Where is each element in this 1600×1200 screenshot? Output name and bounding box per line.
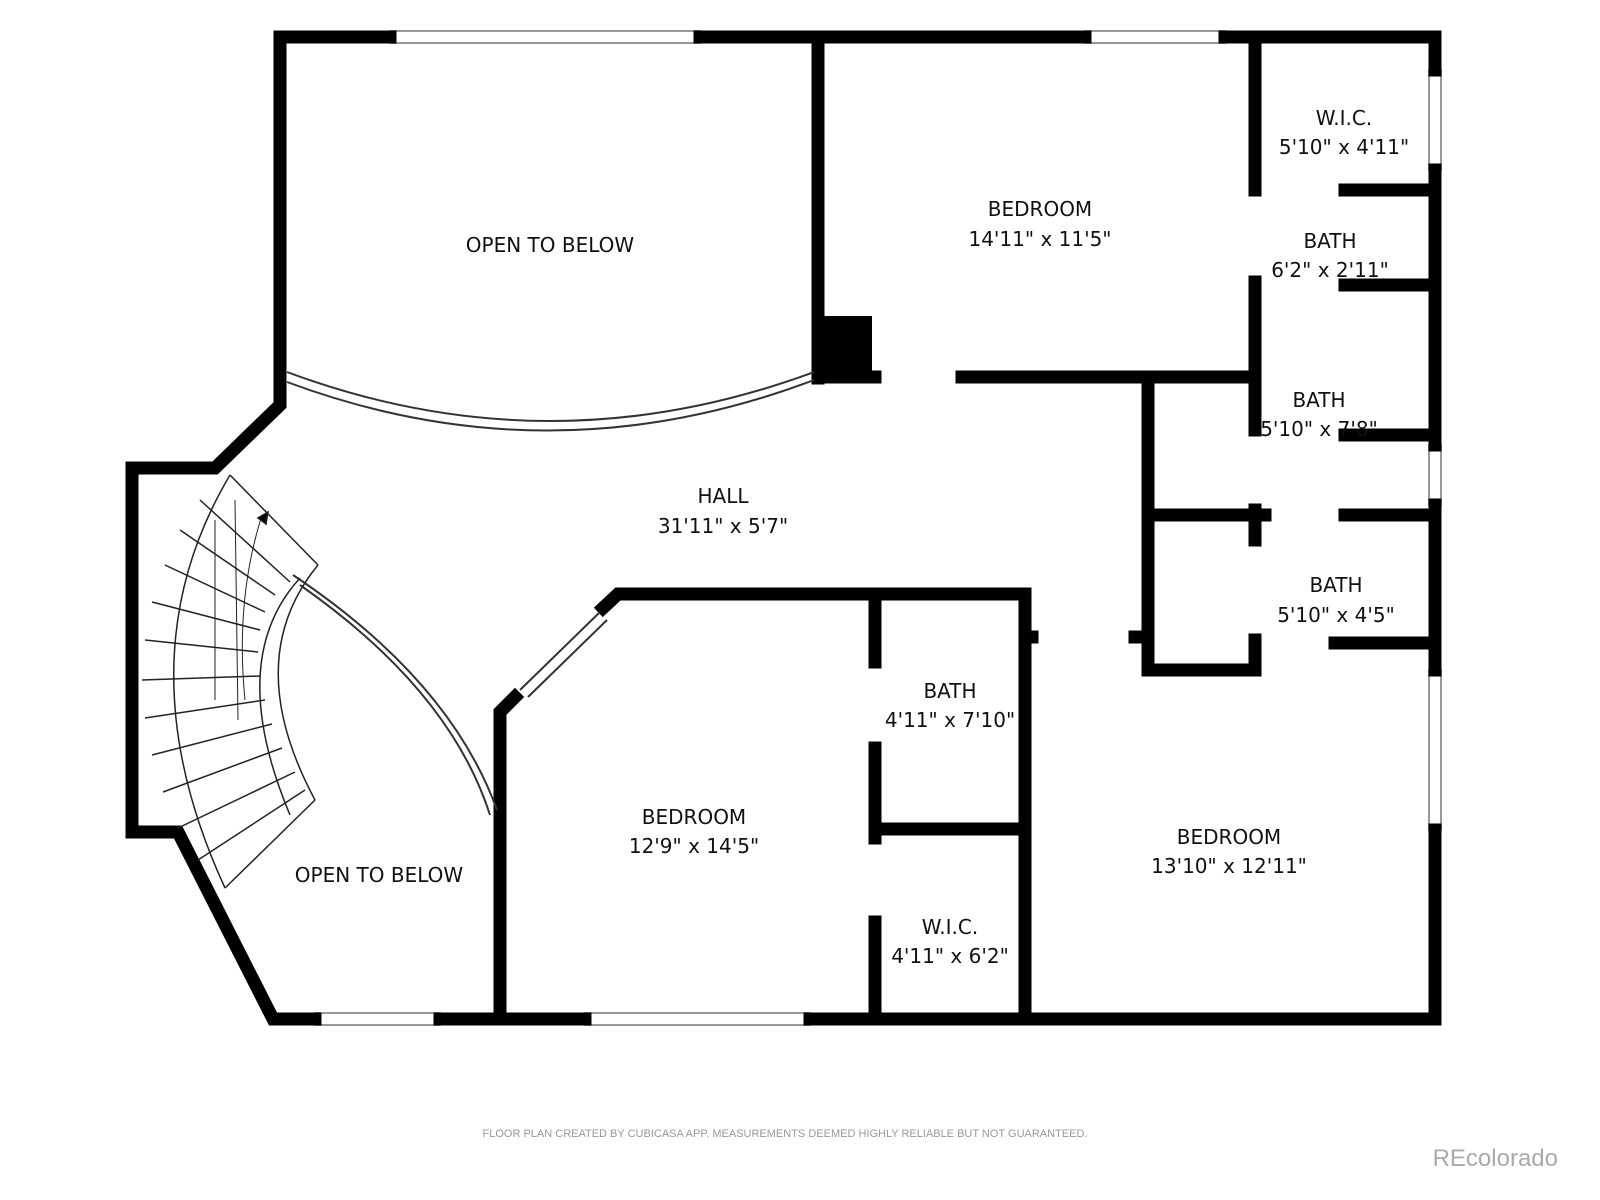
- room-name: OPEN TO BELOW: [466, 233, 635, 257]
- room-size: 13'10" x 12'11": [1151, 854, 1307, 878]
- room-name: BATH: [1309, 573, 1362, 597]
- room-size: 5'10" x 4'11": [1279, 135, 1409, 159]
- railings: [286, 371, 815, 816]
- room-size: 12'9" x 14'5": [629, 834, 759, 858]
- chimney-block: [818, 316, 872, 380]
- room-name: BEDROOM: [1177, 825, 1281, 849]
- room-size: 4'11" x 6'2": [891, 944, 1009, 968]
- room-name: BATH: [1292, 388, 1345, 412]
- room-name: W.I.C.: [1316, 106, 1372, 130]
- room-size: 4'11" x 7'10": [885, 708, 1015, 732]
- room-size: 14'11" x 11'5": [968, 227, 1111, 251]
- room-name: HALL: [697, 484, 749, 508]
- disclaimer: FLOOR PLAN CREATED BY CUBICASA APP. MEAS…: [482, 1128, 1088, 1140]
- staircase: [141, 474, 319, 889]
- room-size: 6'2" x 2'11": [1271, 258, 1389, 282]
- room-size: 31'11" x 5'7": [658, 514, 788, 538]
- room-name: BEDROOM: [642, 805, 746, 829]
- room-name: BEDROOM: [988, 197, 1092, 221]
- room-name: W.I.C.: [922, 915, 978, 939]
- room-size: 5'10" x 4'5": [1277, 603, 1395, 627]
- room-size: 5'10" x 7'8": [1260, 417, 1378, 441]
- stair-arrow-icon: [256, 510, 270, 526]
- room-labels: OPEN TO BELOW BEDROOM 14'11" x 11'5" W.I…: [295, 106, 1409, 968]
- walls: [125, 30, 1442, 1026]
- room-name: OPEN TO BELOW: [295, 863, 464, 887]
- room-name: BATH: [923, 679, 976, 703]
- brand-watermark: REcolorado: [1432, 1145, 1558, 1172]
- room-name: BATH: [1303, 229, 1356, 253]
